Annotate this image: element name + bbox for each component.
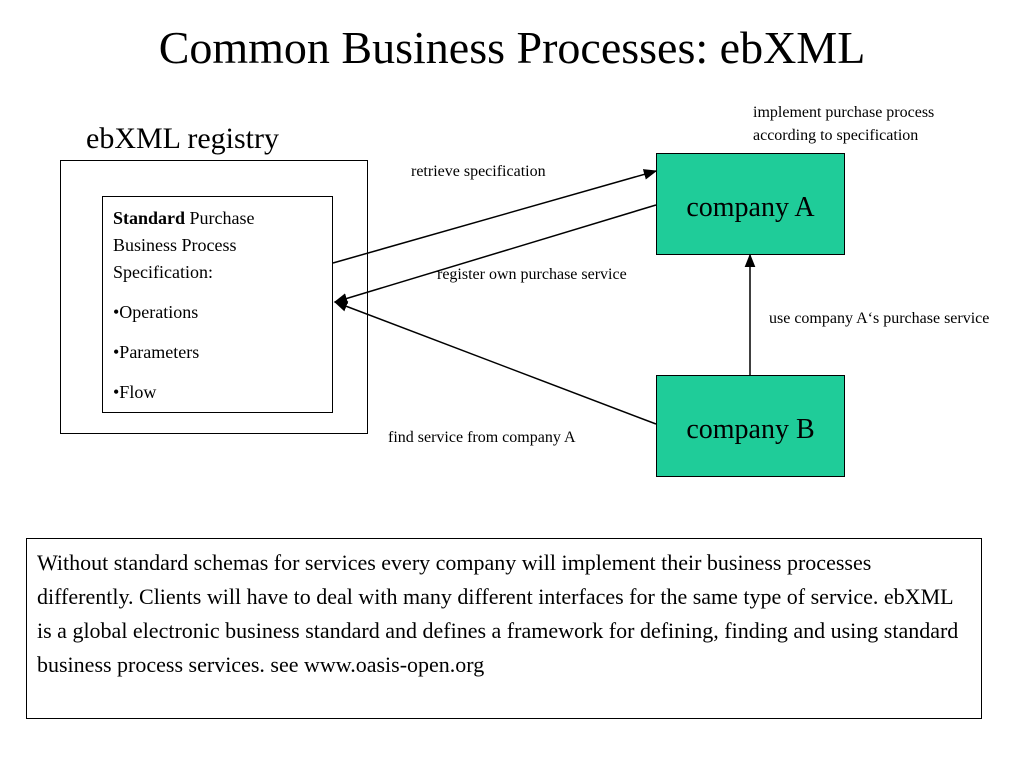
registry-box [60, 160, 368, 434]
spec-box: Standard Purchase Business Process Speci… [102, 196, 333, 413]
edge-label-find: find service from company A [388, 429, 576, 446]
spec-heading-rest: Purchase Business Process Specification: [113, 208, 255, 282]
company-b-box: company B [656, 375, 845, 477]
arrow-find-service [333, 301, 657, 425]
spec-item-flow: •Flow [113, 382, 157, 402]
edge-label-use: use company A‘s purchase service [769, 310, 990, 327]
edge-label-retrieve: retrieve specification [411, 163, 546, 180]
slide-title: Common Business Processes: ebXML [158, 22, 866, 73]
company-a-box: company A [656, 153, 845, 255]
arrow-retrieve-spec [332, 169, 658, 264]
spec-item-operations: •Operations [113, 302, 199, 322]
spec-item-parameters: •Parameters [113, 342, 200, 362]
spec-heading-bold: Standard [113, 208, 186, 228]
arrow-register-service [333, 204, 657, 304]
edge-label-implement: implement purchase process according to … [753, 104, 935, 144]
explanation-text-box: Without standard schemas for services ev… [26, 538, 982, 719]
edge-label-register: register own purchase service [437, 266, 627, 283]
registry-label: ebXML registry [86, 122, 280, 155]
spec-heading: Standard Purchase Business Process Speci… [113, 205, 322, 286]
